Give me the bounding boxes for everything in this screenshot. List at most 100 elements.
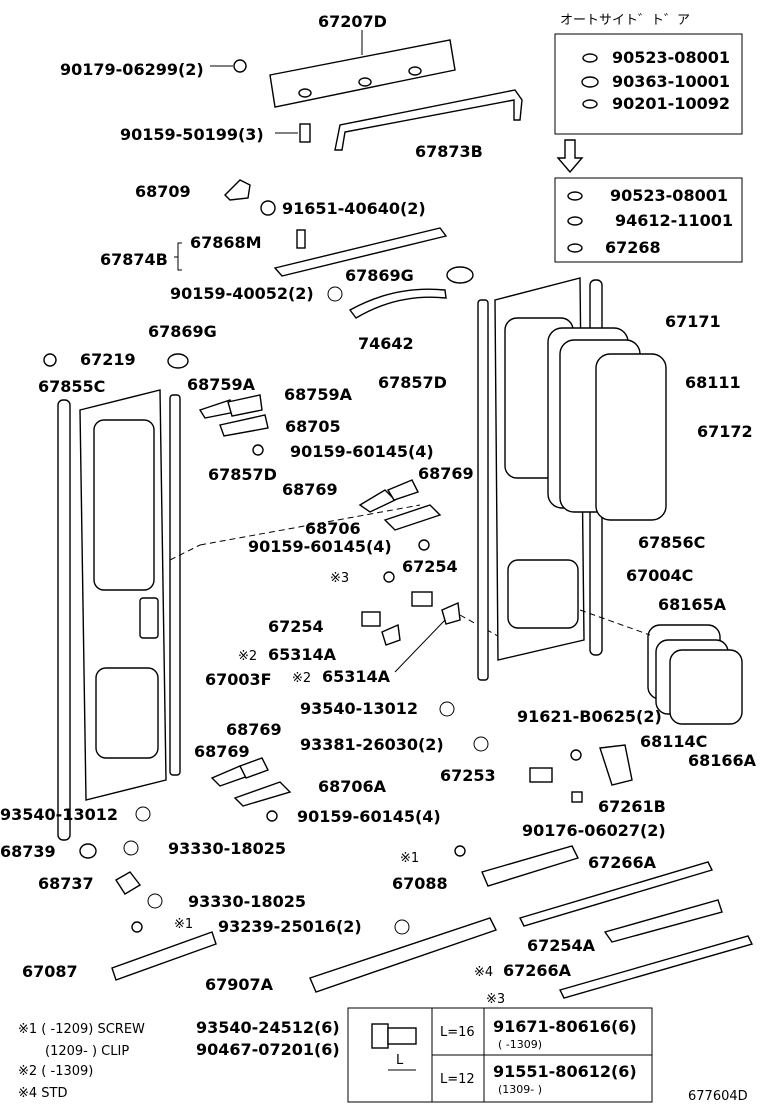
label-65314A-a: 65314A: [268, 645, 337, 664]
label-68769-d: 68769: [194, 742, 250, 761]
part-67261B: [599, 744, 633, 786]
cap-icon: [43, 353, 57, 367]
note-1-part: 93540-24512(6): [196, 1018, 340, 1037]
part-67907A: [309, 917, 497, 993]
outside-door-heading: オートサイト゛ト゛ア: [560, 13, 690, 28]
door-lower-panel: [507, 559, 579, 629]
box3-row2-part: 91551-80612(6): [493, 1062, 637, 1081]
part-68737: [115, 871, 142, 895]
label-67087: 67087: [22, 962, 78, 981]
mark-1a: ※1: [174, 917, 193, 932]
part-68769: [239, 757, 269, 779]
kit-bottom-0: 90523-08001: [610, 186, 728, 205]
s-mark-icon: [135, 806, 151, 822]
label-67266A-b: 67266A: [503, 961, 572, 980]
s-mark-icon: [147, 893, 163, 909]
label-90176: 90176-06027(2): [522, 821, 666, 840]
bolt-shank: [387, 1027, 417, 1045]
label-67253: 67253: [440, 766, 496, 785]
kit-box-top: [554, 33, 743, 135]
box3-row1-len: L=16: [440, 1025, 475, 1040]
hole: [358, 77, 372, 87]
label-93381: 93381-26030(2): [300, 735, 444, 754]
screw-icon: [383, 571, 395, 583]
part-67088: [481, 845, 579, 887]
label-68165A: 68165A: [658, 595, 727, 614]
dashed-guide: [169, 504, 421, 561]
label-67088: 67088: [392, 874, 448, 893]
washer-icon: [567, 191, 583, 201]
label-67219: 67219: [80, 350, 136, 369]
door-handle-recess: [139, 597, 159, 639]
label-67254A: 67254A: [527, 936, 596, 955]
kit-top-1: 90363-10001: [612, 72, 730, 91]
cap-icon: [167, 353, 189, 369]
label-93330-b: 93330-18025: [188, 892, 306, 911]
label-67004C: 67004C: [626, 566, 693, 585]
nut-icon: [571, 791, 583, 803]
part-67266A: [519, 861, 713, 927]
label-67857D-r: 67857D: [378, 373, 447, 392]
kit-top-2: 90201-10092: [612, 94, 730, 113]
label-68739: 68739: [0, 842, 56, 861]
label-67172: 67172: [697, 422, 753, 441]
s-mark-icon: [439, 701, 455, 717]
part-68706: [383, 504, 442, 531]
label-67873B: 67873B: [415, 142, 483, 161]
label-68166A: 68166A: [688, 751, 757, 770]
bolt-head: [371, 1023, 389, 1049]
label-91651: 91651-40640(2): [282, 199, 426, 218]
part-67254A: [603, 899, 723, 943]
part-68706A: [233, 781, 292, 807]
label-90159-60145-a: 90159-60145(4): [290, 442, 434, 461]
screw-icon: [570, 749, 582, 761]
label-91621: 91621-B0625(2): [517, 707, 662, 726]
label-65314A-b: 65314A: [322, 667, 391, 686]
kit-box-bottom: [554, 177, 743, 263]
mark-2b: ※2: [292, 671, 311, 686]
door-lower-panel: [95, 667, 159, 759]
part-67874B-bar: [273, 227, 448, 277]
part-68709: [224, 179, 251, 201]
washer-icon: [582, 99, 598, 109]
mark-2a: ※2: [238, 649, 257, 664]
label-67874B: 67874B: [100, 250, 168, 269]
part-67857D-seal: [477, 299, 489, 681]
kit-bottom-1: 94612-11001: [615, 211, 733, 230]
label-68706: 68706: [305, 519, 361, 538]
mark-1b: ※1: [400, 851, 419, 866]
label-93239: 93239-25016(2): [218, 917, 362, 936]
part-67172: [595, 353, 667, 521]
label-93330-a: 93330-18025: [168, 839, 286, 858]
label-67857D-l: 67857D: [208, 465, 277, 484]
washer-icon: [567, 216, 583, 226]
label-93540-13012-a: 93540-13012: [300, 699, 418, 718]
label-93540-13012-b: 93540-13012: [0, 805, 118, 824]
note-1b: (1209- ) CLIP: [45, 1044, 129, 1059]
label-67856C: 67856C: [638, 533, 705, 552]
cap-icon: [446, 266, 474, 284]
arrow-down-icon: [556, 139, 584, 174]
part-65314A: [441, 601, 461, 625]
label-67868M: 67868M: [190, 233, 262, 252]
part-65314A: [381, 623, 401, 646]
washer-icon: [581, 76, 599, 88]
label-68737: 68737: [38, 874, 94, 893]
part-67857D-seal: [169, 394, 181, 776]
box3-mark: ※3: [486, 992, 505, 1007]
door-window: [93, 419, 155, 591]
hole: [298, 88, 312, 98]
box3-L: L: [396, 1053, 404, 1068]
label-68111: 68111: [685, 373, 741, 392]
part-67253: [529, 767, 553, 783]
label-68759A-1: 68759A: [187, 375, 256, 394]
note-1b-part: 90467-07201(6): [196, 1040, 340, 1059]
part-67087: [111, 931, 217, 981]
note-4: ※4 STD: [18, 1086, 68, 1101]
part-68705: [219, 414, 269, 437]
label-68759A-2: 68759A: [284, 385, 353, 404]
mark-3: ※3: [330, 571, 349, 586]
diagram-id: 677604D: [688, 1089, 748, 1104]
part-67254: [411, 591, 433, 607]
